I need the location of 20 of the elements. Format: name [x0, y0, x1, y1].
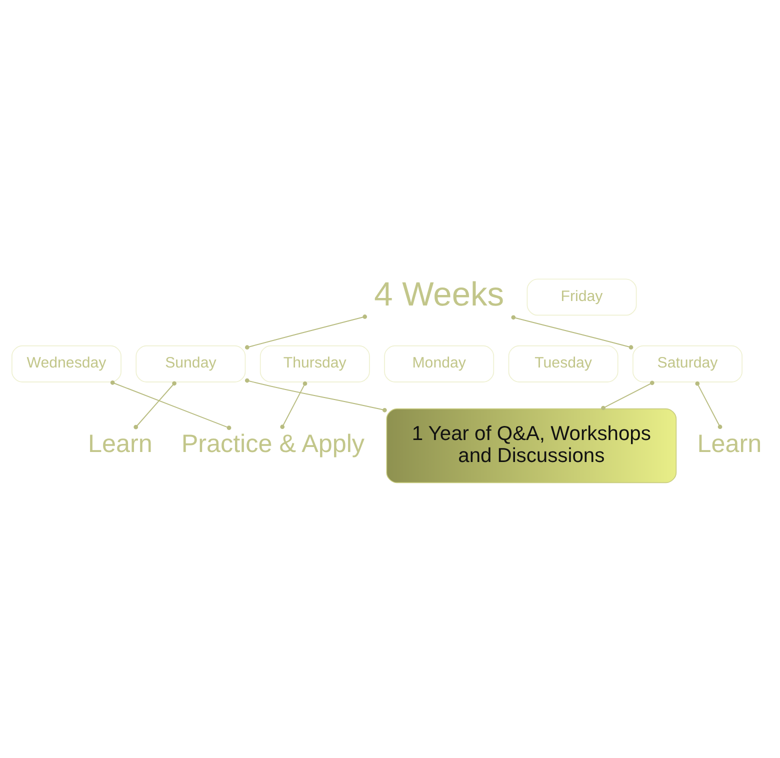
node-box: Thursday	[260, 345, 370, 382]
node-box: Sunday	[136, 345, 246, 382]
node-text: 4 Weeks	[374, 276, 504, 314]
connector	[280, 381, 308, 430]
node-box: Monday	[384, 345, 494, 382]
node-box: Wednesday	[12, 345, 122, 382]
node-text: Learn	[697, 430, 762, 458]
node-box: 1 Year of Q&A, Workshops and Discussions	[386, 408, 677, 484]
node-box: Friday	[526, 278, 637, 316]
connector	[244, 314, 368, 350]
connector	[601, 380, 654, 410]
connector	[110, 380, 232, 430]
node-text: Practice & Apply	[181, 430, 365, 458]
node-box: Tuesday	[508, 345, 618, 382]
connector	[511, 315, 634, 350]
connector	[244, 378, 387, 412]
node-box: Saturday	[632, 345, 742, 382]
node-text: Learn	[88, 430, 152, 458]
connector	[695, 381, 722, 430]
connector	[134, 381, 176, 430]
